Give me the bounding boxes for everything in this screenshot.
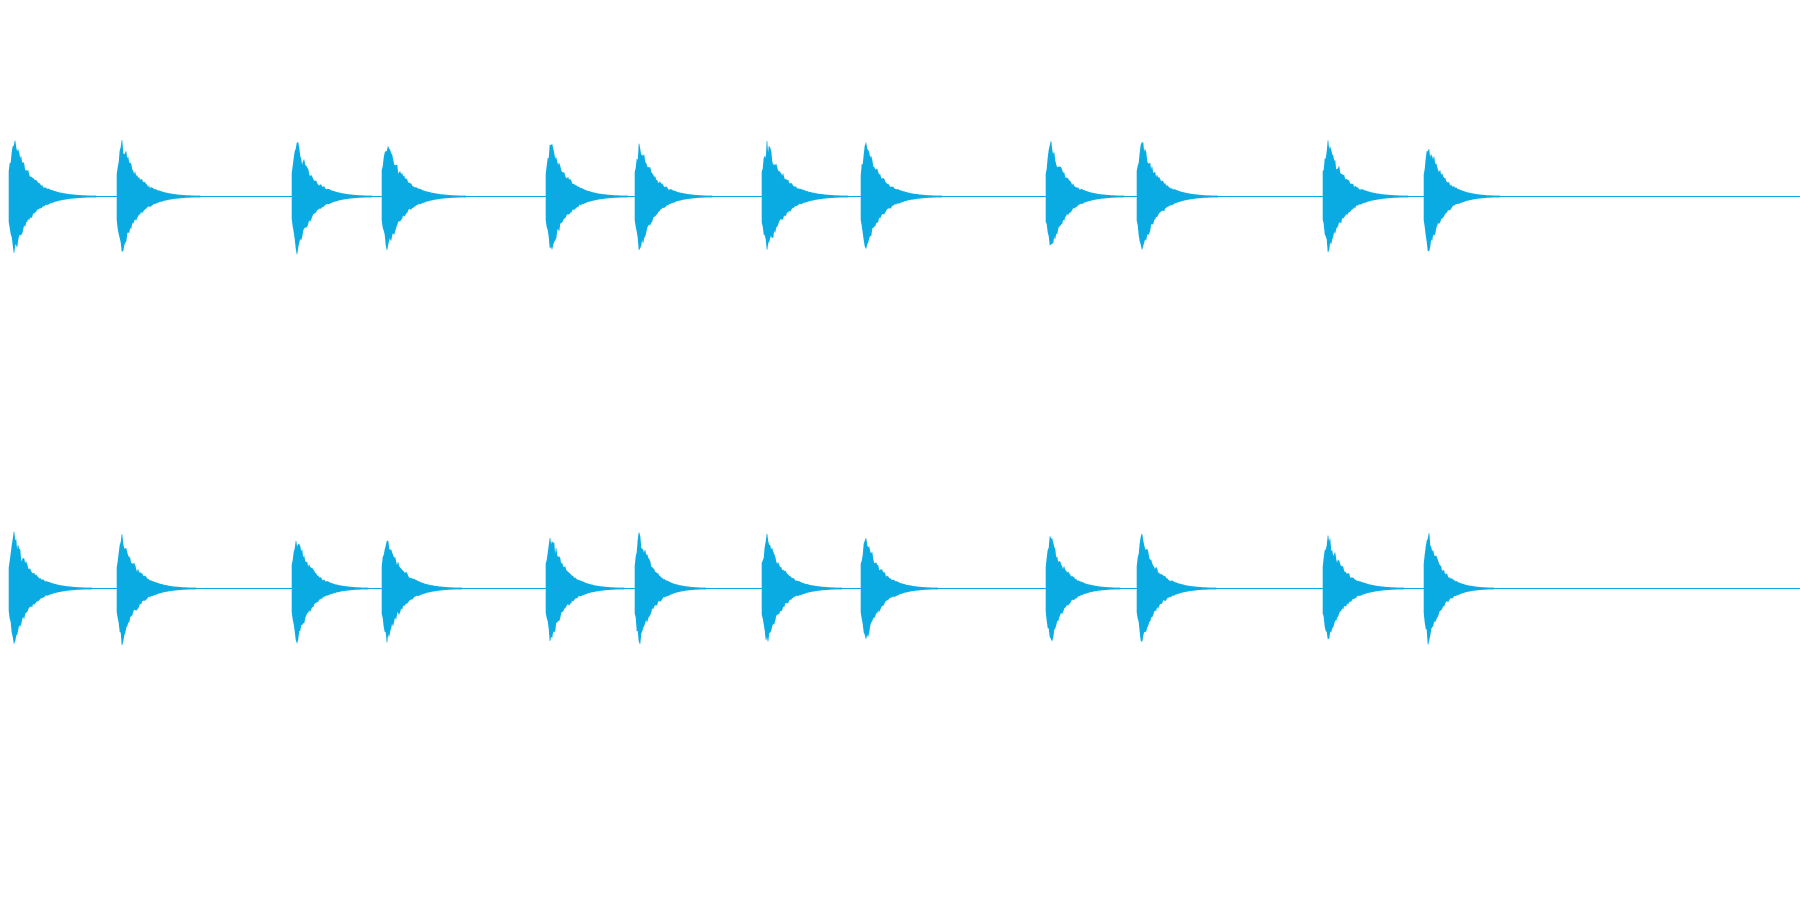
channel-1-burst-9	[1045, 141, 1125, 246]
channel-2-burst-12	[1423, 533, 1495, 645]
channel-1-burst-8	[860, 141, 943, 250]
channel-1-burst-7	[761, 140, 849, 250]
channel-1-burst-11	[1322, 140, 1409, 253]
channel-1-waveform	[8, 140, 1800, 255]
channel-2-burst-4	[381, 540, 463, 643]
channel-2-burst-7	[761, 533, 843, 642]
channel-1-burst-3	[291, 142, 373, 255]
channel-2-waveform	[8, 531, 1800, 646]
channel-1-bursts	[8, 140, 1501, 255]
channel-1-burst-4	[381, 145, 467, 251]
channel-2-bursts	[8, 531, 1495, 646]
channel-1-burst-10	[1136, 142, 1219, 250]
channel-2-burst-3	[291, 541, 369, 644]
channel-1-burst-2	[116, 140, 201, 252]
channel-2-burst-1	[8, 531, 93, 645]
channel-2-burst-11	[1322, 535, 1405, 640]
channel-1-burst-5	[545, 143, 629, 250]
channel-2-burst-8	[860, 538, 939, 639]
channel-2-burst-2	[116, 534, 197, 646]
channel-2-burst-6	[634, 532, 707, 644]
channel-1-burst-1	[8, 140, 97, 253]
channel-2-burst-10	[1136, 533, 1217, 642]
channel-2-burst-9	[1045, 536, 1121, 642]
channel-1-burst-6	[634, 143, 713, 251]
channel-2-burst-5	[545, 537, 625, 642]
channel-1-burst-12	[1423, 149, 1501, 252]
